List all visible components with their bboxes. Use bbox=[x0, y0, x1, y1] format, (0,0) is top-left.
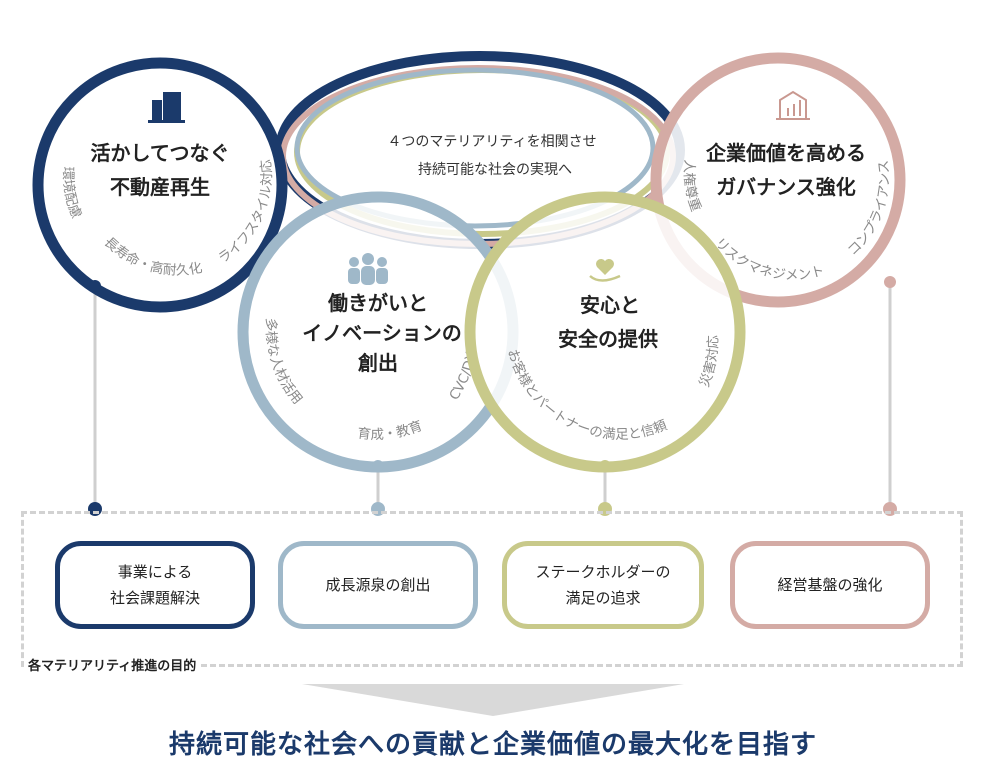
down-arrow-icon bbox=[302, 684, 684, 716]
purpose-text: 社会課題解決 bbox=[109, 589, 200, 607]
circle-title: 創出 bbox=[357, 351, 398, 375]
purpose-label: 各マテリアリティ推進の目的 bbox=[24, 655, 201, 674]
purpose-text: 経営基盤の強化 bbox=[777, 576, 883, 594]
growth-house-icon bbox=[776, 90, 810, 120]
circle-title: 活かしてつなぐ bbox=[91, 141, 230, 165]
circle-fudosan: 活かしてつなぐ 不動産再生 環境配慮 長寿命・高耐久化 ライフスタイル対応 bbox=[32, 57, 288, 313]
circle-title: 企業価値を高める bbox=[705, 141, 866, 165]
circle-title: 安全の提供 bbox=[558, 327, 658, 351]
connector-lines bbox=[93, 282, 892, 508]
circle-anshin: 安心と 安全の提供 お客様とパートナーの満足と信頼 災害対応 bbox=[464, 191, 746, 473]
center-text-line2: 持続可能な社会の実現へ bbox=[418, 161, 572, 178]
circle-title: ガバナンス強化 bbox=[716, 175, 856, 199]
purpose-text: 成長源泉の創出 bbox=[325, 576, 431, 594]
circle-title: 安心と bbox=[580, 293, 640, 317]
heart-hand-icon bbox=[589, 258, 621, 282]
purpose-box: ステークホルダーの 満足の追求 bbox=[502, 541, 704, 629]
purpose-box: 経営基盤の強化 bbox=[730, 541, 930, 629]
purpose-text: ステークホルダーの bbox=[535, 563, 671, 581]
purpose-text: 満足の追求 bbox=[565, 589, 641, 607]
people-icon bbox=[348, 253, 388, 285]
purpose-frame bbox=[21, 511, 963, 667]
circle-title: 不動産再生 bbox=[110, 175, 210, 199]
building-icon bbox=[148, 92, 185, 123]
goal-statement: 持続可能な社会への貢献と企業価値の最大化を目指す bbox=[168, 730, 817, 760]
center-text-line1: ４つのマテリアリティを相関させ bbox=[387, 134, 596, 150]
purpose-box: 事業による 社会課題解決 bbox=[55, 541, 255, 629]
purpose-text: 事業による bbox=[117, 563, 193, 581]
purpose-box: 成長源泉の創出 bbox=[278, 541, 478, 629]
circle-title: イノベーションの bbox=[302, 321, 462, 345]
circle-title: 働きがいと bbox=[327, 291, 428, 315]
